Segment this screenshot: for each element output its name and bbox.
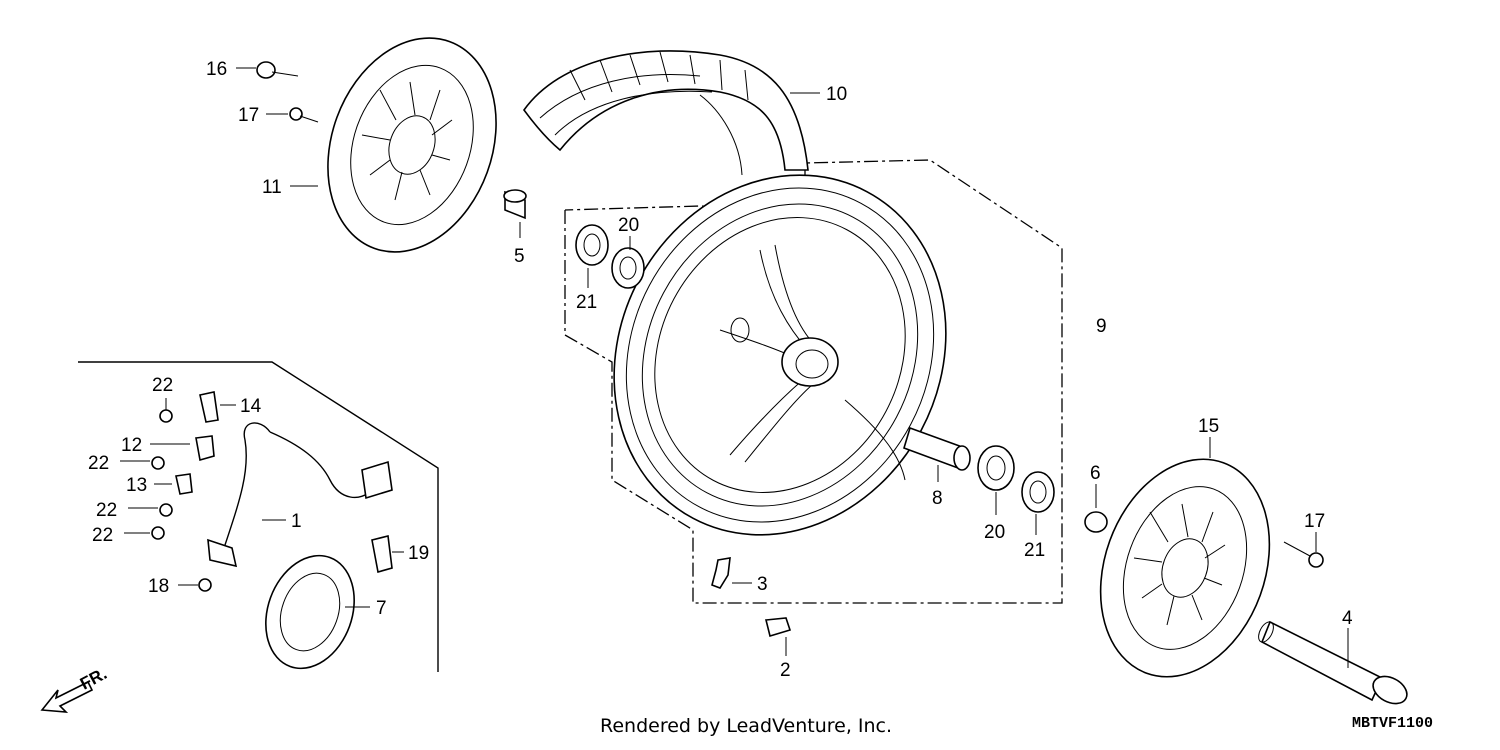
callout-22-middle: 22 [96, 500, 117, 521]
callout-11: 11 [262, 177, 282, 198]
brake-disc-right [1099, 458, 1271, 678]
tire [523, 50, 809, 176]
brake-disc-left [327, 37, 497, 253]
callout-2: 2 [780, 660, 791, 681]
callout-21-right: 21 [1024, 540, 1045, 561]
pulser-ring [265, 554, 355, 670]
distance-collar [903, 426, 971, 471]
bolt-17-right [1283, 541, 1324, 568]
callout-15: 15 [1198, 416, 1219, 437]
clamp-14 [199, 391, 219, 423]
callout-8: 8 [932, 488, 943, 509]
clamp-12 [195, 435, 215, 462]
callout-20-left: 20 [618, 215, 639, 236]
diagram-code: MBTVF1100 [1352, 715, 1433, 732]
callout-19: 19 [408, 543, 429, 564]
callout-1: 1 [291, 511, 302, 532]
callout-6: 6 [1090, 463, 1101, 484]
bolt-17-left [289, 107, 319, 123]
callout-22-lower: 22 [92, 525, 113, 546]
dust-seal-left [611, 247, 645, 289]
clamp-19 [371, 535, 393, 574]
side-collar-right [1084, 511, 1108, 533]
tire-valve [711, 557, 731, 589]
callout-17-left: 17 [238, 105, 259, 126]
bearing-left [575, 224, 609, 266]
callout-22-top: 22 [152, 375, 173, 396]
wheel [613, 174, 947, 536]
render-credit: Rendered by LeadVenture, Inc. [600, 715, 892, 737]
callout-9: 9 [1096, 316, 1107, 337]
bolts-22 [151, 409, 173, 540]
abs-subassembly-outline [78, 361, 439, 672]
dust-seal-right [977, 445, 1015, 491]
callout-14: 14 [240, 396, 262, 417]
callout-7: 7 [376, 598, 387, 619]
callout-17-right: 17 [1304, 511, 1325, 532]
callout-20-right: 20 [984, 522, 1005, 543]
callout-5: 5 [514, 246, 525, 267]
side-collar-left [503, 189, 527, 220]
balance-weight [764, 617, 792, 638]
callout-10: 10 [826, 84, 847, 105]
callout-13: 13 [126, 475, 147, 496]
bearing-right [1021, 471, 1055, 513]
bolt-18 [198, 578, 212, 592]
callout-21-left: 21 [576, 292, 597, 313]
clamp-13 [175, 473, 193, 495]
front-direction-arrow [40, 680, 94, 713]
bolt-16 [256, 61, 299, 79]
wheel-speed-sensor-harness [207, 422, 393, 568]
callout-4: 4 [1342, 608, 1353, 629]
callout-16: 16 [206, 59, 227, 80]
callout-12: 12 [121, 435, 142, 456]
axle [1258, 620, 1408, 705]
callout-18: 18 [148, 576, 169, 597]
callout-3: 3 [757, 574, 768, 595]
callout-22-upper: 22 [88, 453, 109, 474]
